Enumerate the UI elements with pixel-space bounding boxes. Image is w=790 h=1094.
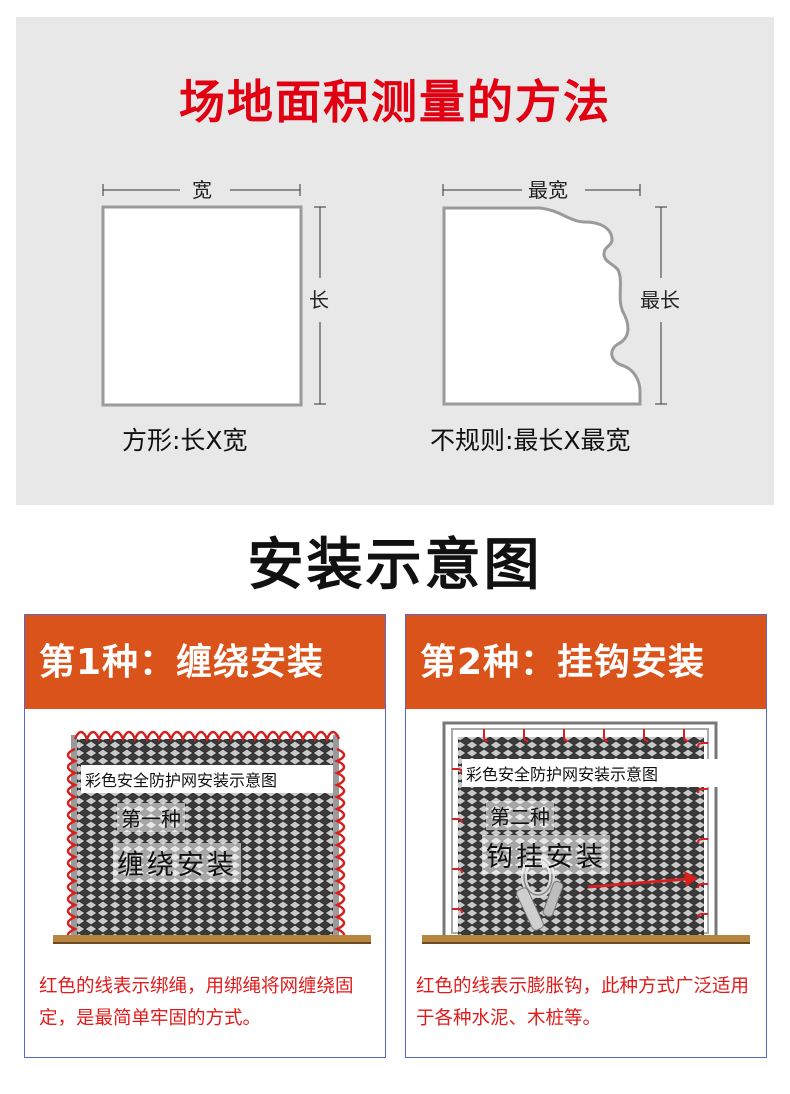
ground	[53, 935, 371, 942]
square-length-label: 长	[309, 288, 329, 312]
irregular-width-dimension	[442, 184, 641, 196]
arrow-right-icon	[587, 871, 698, 889]
illustration-caption: 彩色安全防护网安装示意图	[466, 765, 659, 784]
irregular-shape	[442, 206, 642, 406]
method-description: 红色的线表示膨胀钩，此种方式广泛适用于各种水泥、木桩等。	[416, 976, 750, 1029]
left-post	[71, 735, 77, 935]
square-formula: 方形:长X宽	[122, 426, 248, 455]
illustration-subtitle: 第二种	[486, 801, 554, 830]
illustration-subtitle: 第一种	[117, 803, 185, 832]
illustration-caption: 彩色安全防护网安装示意图	[85, 771, 278, 790]
irregular-length-label: 最长	[640, 288, 680, 312]
square-width-dimension	[102, 184, 301, 196]
square-shape	[101, 205, 303, 407]
method-description: 红色的线表示绑绳，用绑绳将网缠绕固定，是最简单牢固的方式。	[39, 976, 354, 1029]
irregular-width-label: 最宽	[528, 178, 568, 202]
illustration-main-text: 缠绕安装	[113, 843, 241, 882]
wrap-install-illustration	[25, 709, 385, 971]
irregular-length-dimension	[655, 206, 667, 405]
wrap-rope	[73, 730, 341, 743]
caption-box	[81, 765, 333, 793]
expansion-hooks	[452, 729, 708, 919]
method-card-wrap: 第1种：缠绕安装 彩色安全防护网安装示意图 第一种 缠绕安装 红色的线表示绑绳，…	[24, 614, 386, 1058]
right-post	[333, 735, 339, 935]
method-card-hook: 第2种：挂钩安装 彩色安全防护网安装示意图	[405, 614, 767, 1058]
caption-box	[462, 759, 718, 787]
illustration-main-text: 钩挂安装	[482, 835, 610, 874]
method-header: 第1种：缠绕安装	[25, 615, 385, 709]
square-length-dimension	[314, 206, 326, 405]
method-header: 第2种：挂钩安装	[406, 615, 766, 709]
irregular-formula: 不规则:最长X最宽	[430, 426, 631, 455]
square-width-label: 宽	[192, 178, 212, 202]
installation-title: 安装示意图	[247, 533, 543, 598]
measurement-title: 场地面积测量的方法	[179, 75, 611, 129]
measurement-diagrams	[101, 184, 667, 407]
ground	[422, 935, 750, 942]
